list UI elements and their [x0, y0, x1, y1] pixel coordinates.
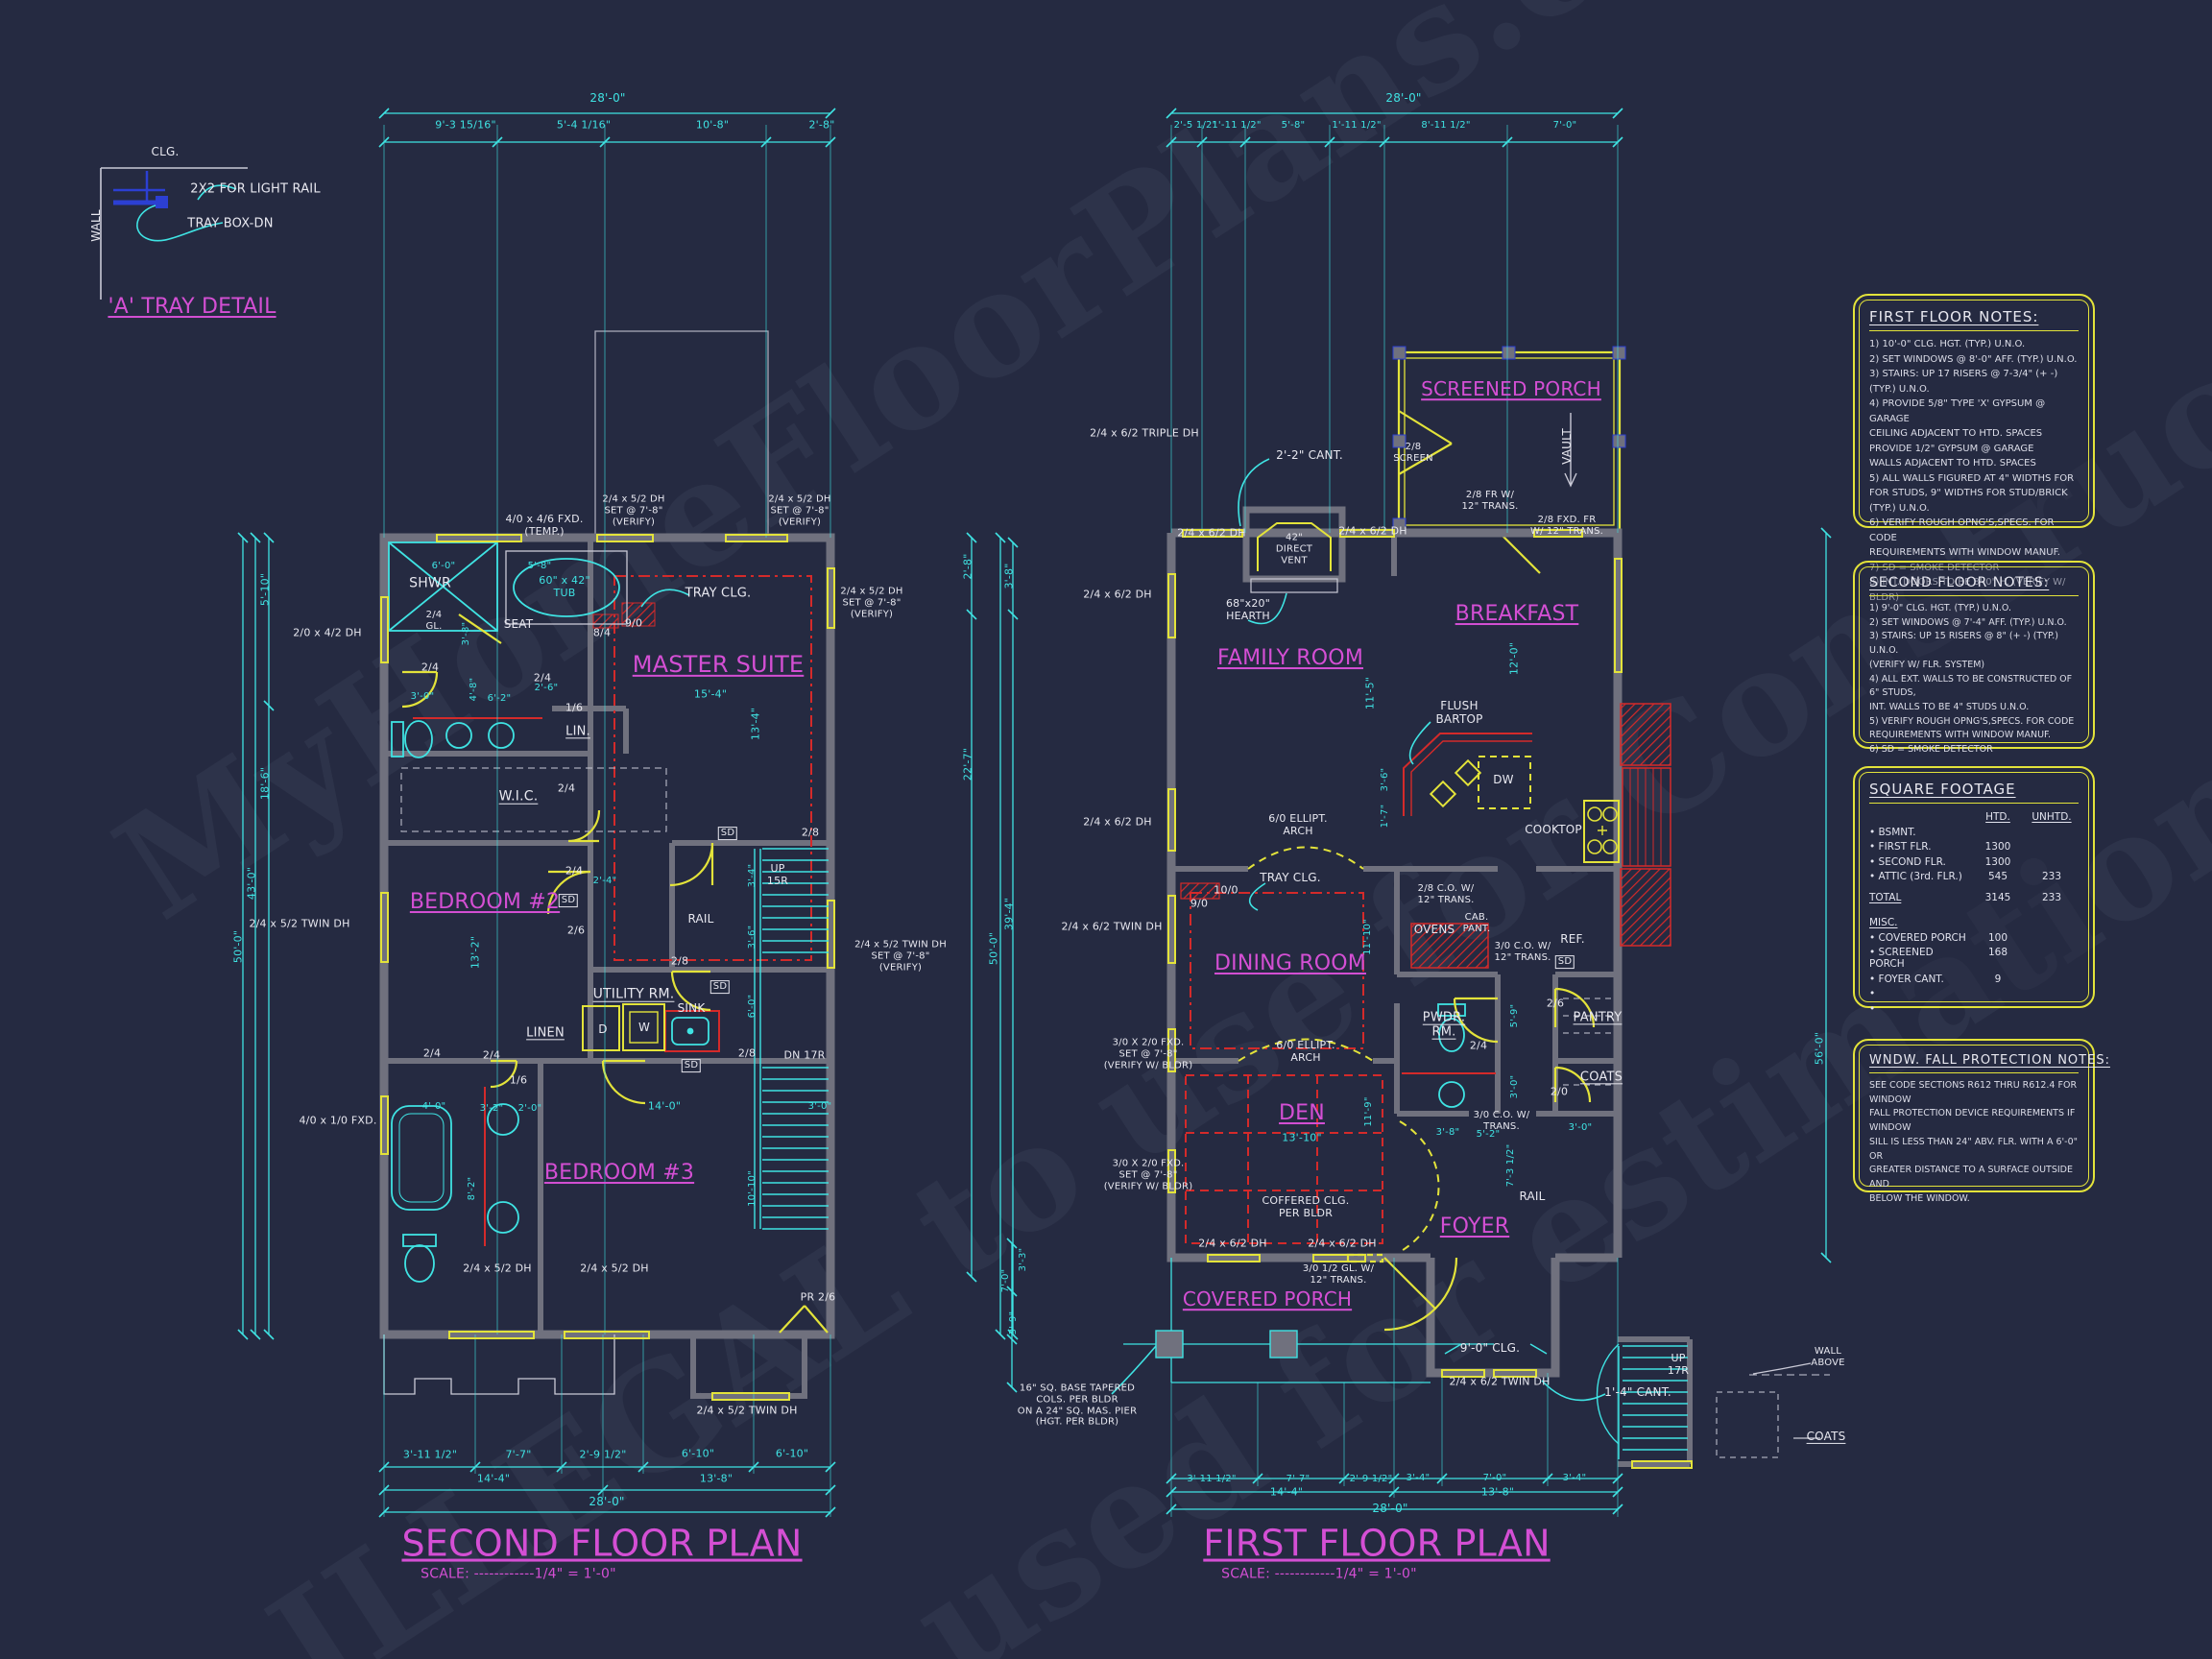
fall-protection-panel: WNDW. FALL PROTECTION NOTES: SEE CODE SE…	[1853, 1039, 2109, 1204]
sqft-spacer	[1869, 811, 1971, 823]
powder-room-fixtures	[1402, 1003, 1496, 1108]
porch-outline-below	[383, 1334, 615, 1395]
dimension-lines	[237, 108, 1832, 1518]
second-floor-walls	[379, 533, 835, 1399]
sqft-total-htd: 3145	[1984, 892, 2011, 903]
windows	[380, 529, 1693, 1469]
sqft-row: • BSMNT.	[1869, 826, 1916, 838]
first-floor-notes-title: FIRST FLOOR NOTES:	[1869, 308, 2079, 331]
white-leaders	[1752, 1362, 1820, 1439]
sqft-row: • SECOND FLR.1300	[1869, 855, 2011, 868]
sqft-misc-header: MISC.	[1869, 917, 2079, 928]
kitchen	[1403, 703, 1671, 969]
sqft-col-unhtd: UNHTD.	[2032, 811, 2072, 823]
sqft-row: •	[1869, 1002, 1876, 1015]
tray-detail-drawing	[100, 167, 248, 300]
second-floor-wic-shelves	[400, 767, 667, 832]
covered-porch	[1123, 1258, 1548, 1383]
arches	[1238, 846, 1440, 1253]
sqft-row: • FOYER CANT.9	[1869, 973, 2002, 985]
fall-protection-title: WNDW. FALL PROTECTION NOTES:	[1869, 1053, 2109, 1073]
square-footage-title: SQUARE FOOTAGE	[1869, 781, 2079, 804]
first-floor-notes-panel: FIRST FLOOR NOTES: 1) 10'-0" CLG. HGT. (…	[1853, 294, 2095, 603]
leader-lines	[640, 458, 1606, 1402]
sqft-total-row: TOTAL 3145 233	[1869, 892, 2079, 903]
second-floor-upper-outline	[594, 330, 769, 539]
sqft-rows: • BSMNT. • FIRST FLR.1300 • SECOND FLR.130…	[1869, 827, 2079, 883]
second-floor-doors	[401, 613, 829, 1334]
sqft-total-unhtd: 233	[2041, 892, 2062, 903]
stairs	[762, 848, 1688, 1451]
sqft-row: • FIRST FLR.1300	[1869, 841, 2011, 853]
second-floor-notes-body: 1) 9'-0" CLG. HGT. (TYP.) U.N.O. 2) SET …	[1869, 603, 2075, 756]
sqft-row: •	[1869, 988, 1876, 999]
fall-protection-body: SEE CODE SECTIONS R612 THRU R612.4 FOR W…	[1869, 1080, 2078, 1204]
foyer-stair-rail	[1596, 1343, 1620, 1459]
screened-porch-walls	[1392, 346, 1626, 574]
first-floor-notes-body: 1) 10'-0" CLG. HGT. (TYP.) U.N.O. 2) SET…	[1869, 339, 2078, 603]
sqft-col-htd: HTD.	[1985, 811, 2010, 823]
first-floor-walls	[1166, 506, 1693, 1467]
second-floor-appliances	[582, 1003, 665, 1051]
pantry-shelves	[1563, 998, 1830, 1458]
square-footage-panel: SQUARE FOOTAGE HTD. UNHTD. • BSMNT. • FIR…	[1853, 766, 2095, 1015]
second-floor-notes-panel: SECOND FLOOR NOTES: 1) 9'-0" CLG. HGT. (…	[1853, 561, 2095, 755]
first-floor-ceiling-details	[1180, 882, 1383, 1244]
fireplace	[1250, 522, 1338, 593]
second-floor-stair-rails	[754, 849, 761, 1229]
extension-lines	[383, 125, 1619, 1517]
sqft-total-label: TOTAL	[1869, 892, 1902, 903]
sqft-misc-title: MISC.	[1869, 917, 1898, 928]
second-floor-notes-title: SECOND FLOOR NOTES:	[1869, 575, 2079, 596]
